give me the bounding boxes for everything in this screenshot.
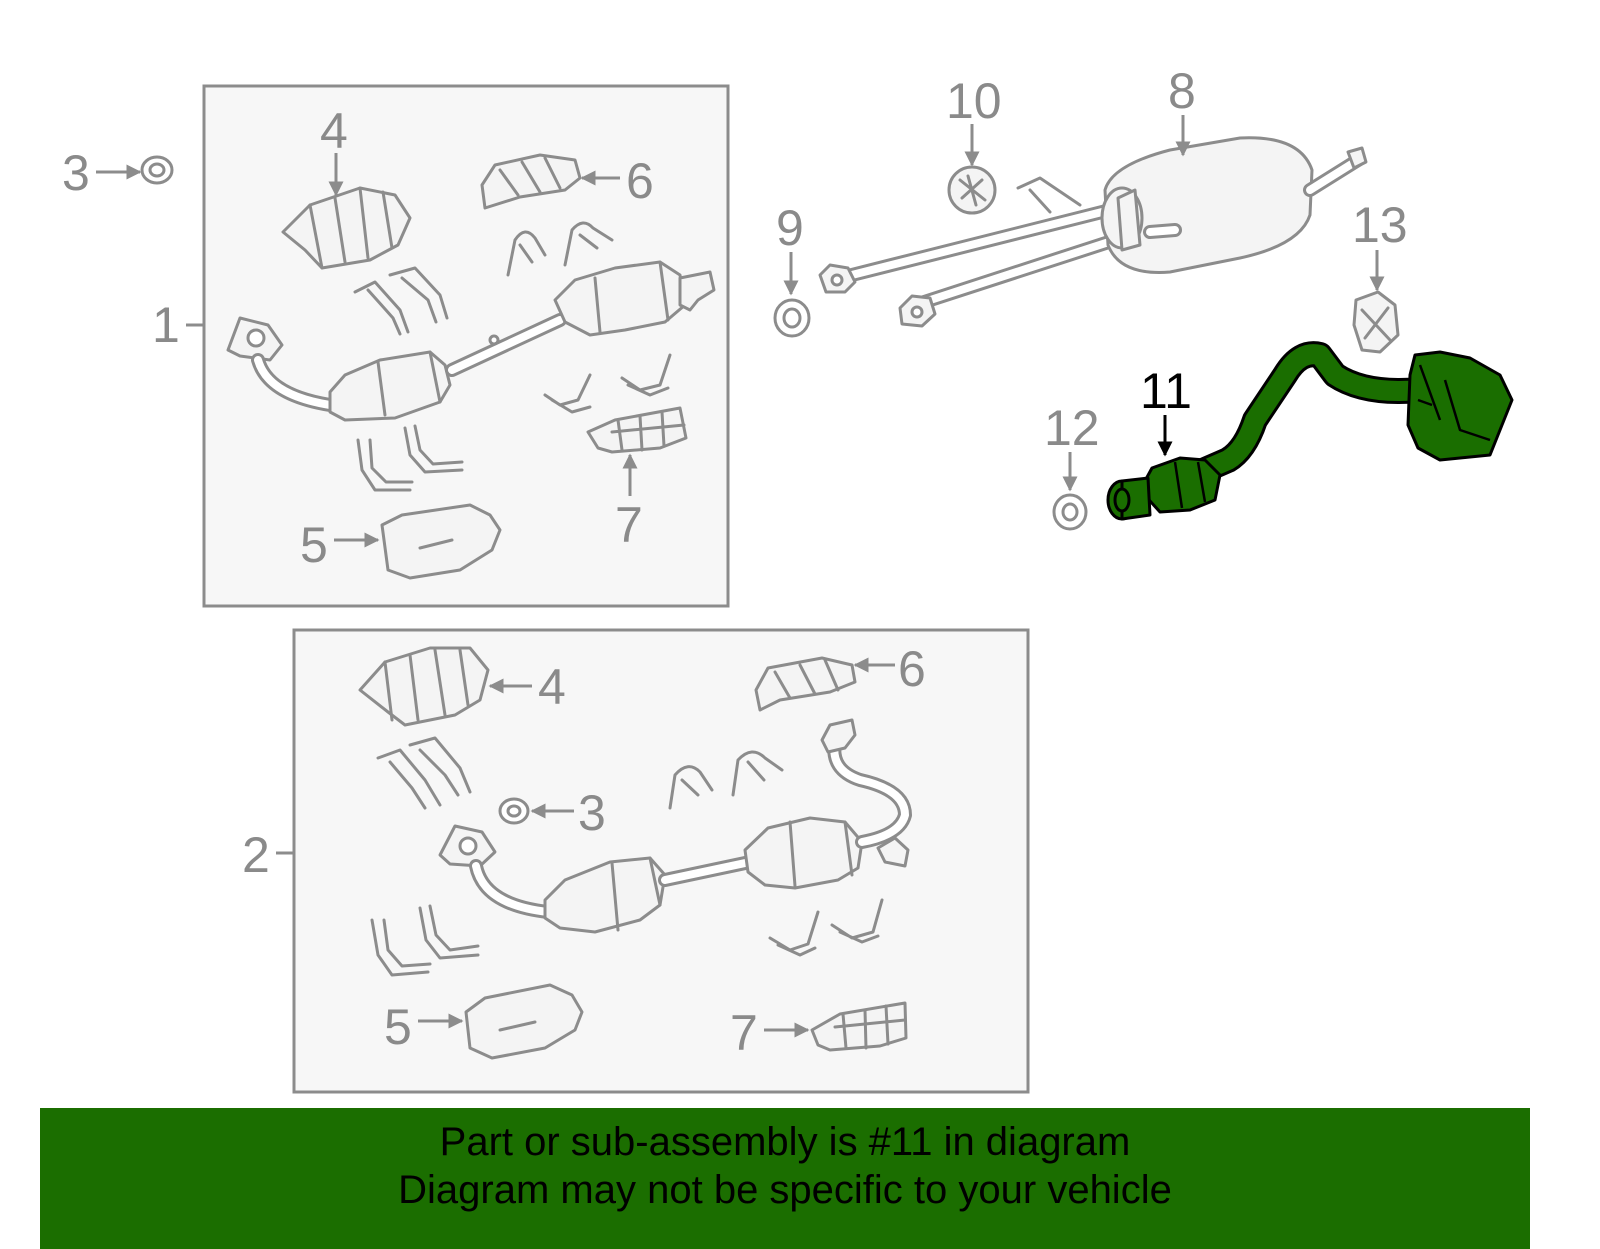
gasket-part-3-top[interactable] [140, 155, 174, 185]
heat-shield-part-6-top[interactable] [480, 153, 582, 210]
callout-1[interactable]: 1 [152, 297, 180, 353]
heat-shield-part-4-bottom[interactable] [358, 646, 490, 727]
heat-shield-part-6-bottom[interactable] [754, 656, 857, 712]
callout-8[interactable]: 8 [1168, 63, 1196, 119]
callout-5-top[interactable]: 5 [300, 517, 328, 573]
callout-10[interactable]: 10 [946, 73, 1002, 129]
clamps-box2 [370, 736, 884, 977]
gasket-part-3-bottom[interactable] [498, 797, 530, 825]
callout-7-bottom[interactable]: 7 [730, 1005, 758, 1061]
callout-2[interactable]: 2 [242, 827, 270, 883]
gasket-part-9[interactable] [773, 298, 811, 338]
heat-shield-part-7-top[interactable] [586, 406, 688, 454]
callout-13[interactable]: 13 [1352, 197, 1408, 253]
callout-9[interactable]: 9 [776, 200, 804, 256]
callout-11[interactable]: 11 [1140, 363, 1192, 419]
callout-4-bottom[interactable]: 4 [538, 659, 566, 715]
heat-shield-part-7-bottom[interactable] [810, 1001, 908, 1052]
front-exhaust-pipe-assembly-2[interactable] [438, 718, 912, 934]
callout-5-bottom[interactable]: 5 [384, 999, 412, 1055]
callout-4-top[interactable]: 4 [320, 103, 348, 159]
callout-3-bottom[interactable]: 3 [578, 785, 606, 841]
callout-3-top[interactable]: 3 [62, 145, 90, 201]
callout-12[interactable]: 12 [1044, 400, 1100, 456]
heat-shield-part-4-top[interactable] [281, 186, 412, 270]
banner-line-disclaimer: Diagram may not be specific to your vehi… [398, 1168, 1172, 1212]
hanger-part-13[interactable] [1352, 290, 1400, 354]
callout-6-top[interactable]: 6 [626, 153, 654, 209]
muffler-assembly-part-8[interactable] [818, 136, 1368, 328]
hanger-part-10[interactable] [947, 165, 997, 215]
gasket-part-12[interactable] [1052, 493, 1088, 531]
highlighted-pipe-part-11[interactable] [1106, 341, 1514, 521]
front-exhaust-pipe-assembly-1[interactable] [226, 260, 716, 422]
callout-6-bottom[interactable]: 6 [898, 641, 926, 697]
banner-line-part-number: Part or sub-assembly is #11 in diagram [439, 1120, 1131, 1164]
heat-shield-part-5-top[interactable] [380, 503, 502, 580]
callout-7-top[interactable]: 7 [615, 497, 643, 553]
clamps-box1-top [353, 221, 672, 492]
info-banner: Part or sub-assembly is #11 in diagram D… [40, 1108, 1530, 1249]
heat-shield-part-5-bottom[interactable] [464, 983, 584, 1060]
